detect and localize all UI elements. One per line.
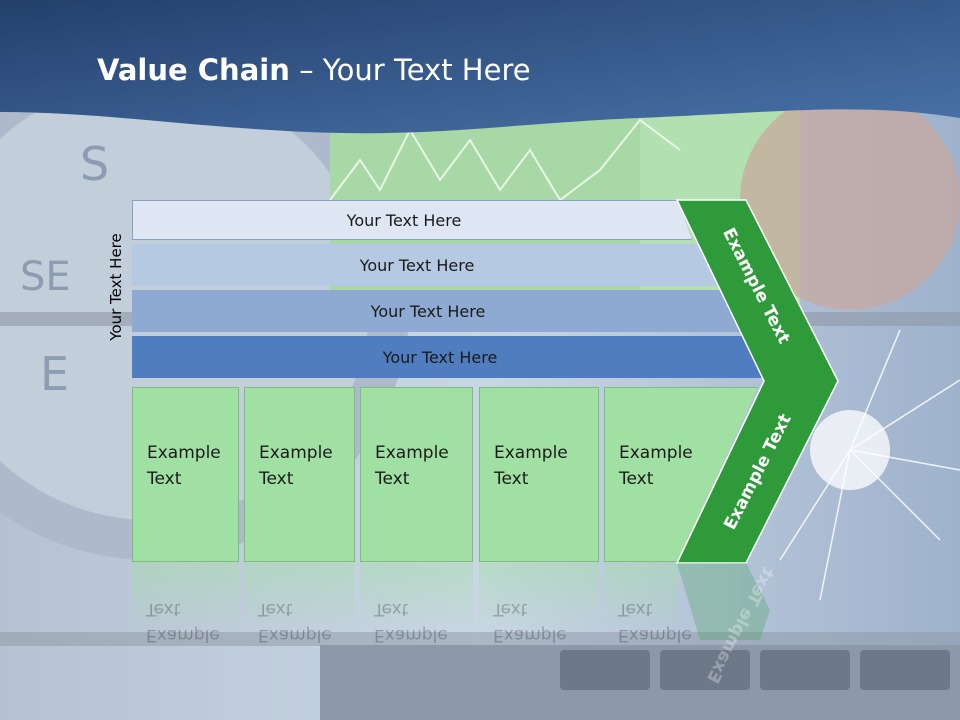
svg-text:S: S [80,137,109,191]
box-1-reflection [132,563,239,633]
band-4: Your Text Here [132,336,764,378]
title-rest: – Your Text Here [289,53,531,87]
band-1: Your Text Here [132,200,692,240]
band-1-label: Your Text Here [346,210,462,230]
box-2-reflection [244,563,355,633]
box-2-line2: Text [259,469,294,489]
box-1-line1: Example [147,443,221,463]
box-3-line1: Example [375,443,449,463]
box-3-line2: Text [375,469,410,489]
box-5-line1: Example [619,443,693,463]
box-4-line1: Example [494,443,568,463]
title-bold: Value Chain [97,53,290,87]
box-4-line2: Text [494,469,529,489]
box-1-line2: Text [147,469,182,489]
box-3-reflection [360,563,473,633]
box-4-reflection [479,563,599,633]
box-2-line1: Example [259,443,333,463]
band-4-label: Your Text Here [382,347,498,367]
band-3: Your Text Here [132,290,740,332]
slide-title: Value Chain – Your Text Here [97,53,531,87]
band-3-label: Your Text Here [370,301,486,321]
band-2-label: Your Text Here [359,255,475,275]
box-5-line2: Text [619,469,654,489]
box-5-reflection [604,563,678,633]
svg-text:SE: SE [20,254,71,300]
band-2: Your Text Here [132,244,718,286]
svg-text:E: E [40,347,69,401]
